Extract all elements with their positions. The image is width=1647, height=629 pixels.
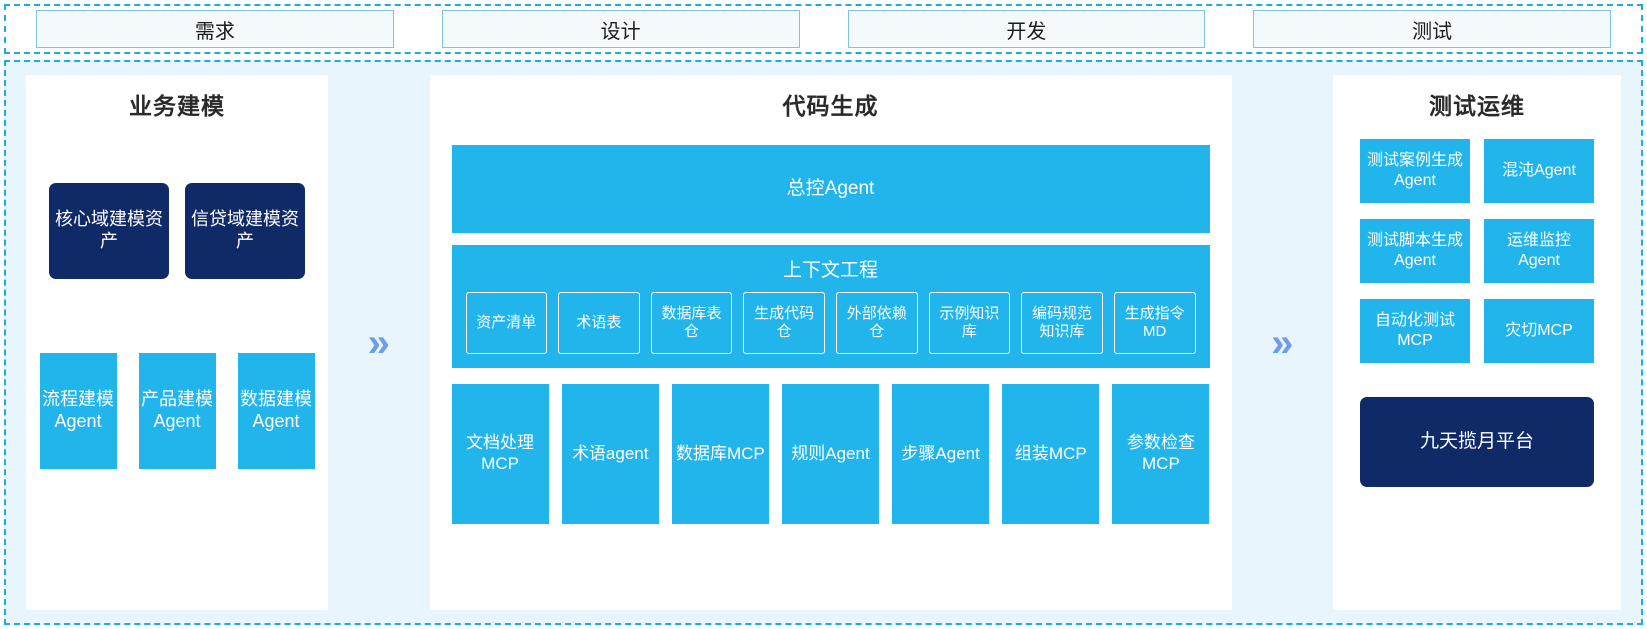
tool-card-database-mcp[interactable]: 数据库MCP	[671, 384, 769, 524]
phase-label: 需求	[194, 20, 235, 43]
asset-card-core-domain[interactable]: 核心域建模资产	[49, 183, 169, 279]
page-title-test-operations: 测试运维	[1429, 93, 1525, 119]
panel-business-modeling: 业务建模 核心域建模资产 信贷域建模资产 流程建模Agent 产品建模Agent…	[26, 75, 328, 610]
asset-card-credit-domain[interactable]: 信贷域建模资产	[185, 183, 305, 279]
testops-card-operations-monitoring-agent[interactable]: 运维监控Agent	[1484, 219, 1594, 283]
agent-card-product-modeling[interactable]: 产品建模Agent	[138, 353, 216, 469]
phase-box-requirements[interactable]: 需求	[36, 10, 394, 48]
context-item-generated-code-repo[interactable]: 生成代码仓	[743, 292, 825, 354]
panel-code-generation: 代码生成 总控Agent 上下文工程 资产清单 术语表 数据库表仓 生成代码仓 …	[429, 75, 1232, 610]
context-engineering-block: 上下文工程 资产清单 术语表 数据库表仓 生成代码仓 外部依赖仓 示例知识库 编…	[451, 245, 1210, 368]
master-agent-banner[interactable]: 总控Agent	[451, 145, 1210, 233]
page-title-code-generation: 代码生成	[782, 93, 879, 119]
chevron-right-icon-left: »	[328, 323, 430, 363]
context-engineering-title: 上下文工程	[782, 260, 878, 281]
test-ops-card-group: 测试案例生成Agent 混沌Agent 测试脚本生成Agent 运维监控Agen…	[1333, 139, 1621, 363]
phase-box-design[interactable]: 设计	[441, 10, 800, 48]
platform-row: 九天揽月平台	[1333, 397, 1621, 487]
context-item-asset-list[interactable]: 资产清单	[465, 292, 548, 354]
tool-card-glossary-agent[interactable]: 术语agent	[561, 384, 659, 524]
context-item-glossary[interactable]: 术语表	[558, 292, 640, 354]
testops-card-test-script-generation-agent[interactable]: 测试脚本生成Agent	[1360, 219, 1470, 283]
context-item-generation-instruction-md[interactable]: 生成指令MD	[1113, 292, 1196, 354]
panel-test-operations: 测试运维 测试案例生成Agent 混沌Agent 测试脚本生成Agent 运维监…	[1333, 75, 1621, 610]
context-item-db-table-repo[interactable]: 数据库表仓	[650, 292, 733, 354]
code-generation-body: 总控Agent 上下文工程 资产清单 术语表 数据库表仓 生成代码仓 外部依赖仓…	[430, 145, 1232, 524]
testops-card-chaos-agent[interactable]: 混沌Agent	[1484, 139, 1594, 203]
context-item-external-dependency-repo[interactable]: 外部依赖仓	[836, 292, 918, 354]
business-asset-group: 核心域建模资产 信贷域建模资产	[26, 183, 328, 279]
tool-card-rule-agent[interactable]: 规则Agent	[781, 384, 880, 524]
agent-card-process-modeling[interactable]: 流程建模Agent	[39, 353, 117, 469]
context-item-coding-standard-knowledge-base[interactable]: 编码规范知识库	[1021, 292, 1103, 354]
chevron-glyph: »	[1271, 320, 1294, 365]
stage-area: 业务建模 核心域建模资产 信贷域建模资产 流程建模Agent 产品建模Agent…	[4, 60, 1643, 625]
testops-card-automated-test-mcp[interactable]: 自动化测试MCP	[1360, 299, 1470, 363]
phase-box-development[interactable]: 开发	[847, 10, 1206, 48]
platform-card-jiutian-lanyue[interactable]: 九天揽月平台	[1360, 397, 1594, 487]
tool-card-assembly-mcp[interactable]: 组装MCP	[1002, 384, 1100, 524]
page-title-business-modeling: 业务建模	[129, 93, 225, 119]
chevron-right-icon-right: »	[1232, 323, 1334, 363]
phase-box-testing[interactable]: 测试	[1253, 10, 1611, 48]
phase-label: 开发	[1006, 20, 1047, 43]
testops-card-disaster-switch-mcp[interactable]: 灾切MCP	[1484, 299, 1594, 363]
phase-label: 设计	[600, 20, 641, 43]
context-item-group: 资产清单 术语表 数据库表仓 生成代码仓 外部依赖仓 示例知识库 编码规范知识库…	[452, 292, 1210, 354]
context-item-example-knowledge-base[interactable]: 示例知识库	[928, 292, 1011, 354]
business-agent-group: 流程建模Agent 产品建模Agent 数据建模Agent	[26, 353, 328, 469]
agent-card-data-modeling[interactable]: 数据建模Agent	[237, 353, 315, 469]
testops-card-test-case-generation-agent[interactable]: 测试案例生成Agent	[1360, 139, 1470, 203]
phase-label: 测试	[1412, 20, 1453, 43]
phase-bar: 需求 设计 开发 测试	[4, 4, 1643, 54]
chevron-glyph: »	[367, 320, 390, 365]
tool-card-parameter-check-mcp[interactable]: 参数检查MCP	[1112, 384, 1210, 524]
tool-card-step-agent[interactable]: 步骤Agent	[892, 384, 990, 524]
tool-card-group: 文档处理MCP 术语agent 数据库MCP 规则Agent 步骤Agent 组…	[451, 384, 1210, 524]
tool-card-document-processing-mcp[interactable]: 文档处理MCP	[451, 384, 549, 524]
